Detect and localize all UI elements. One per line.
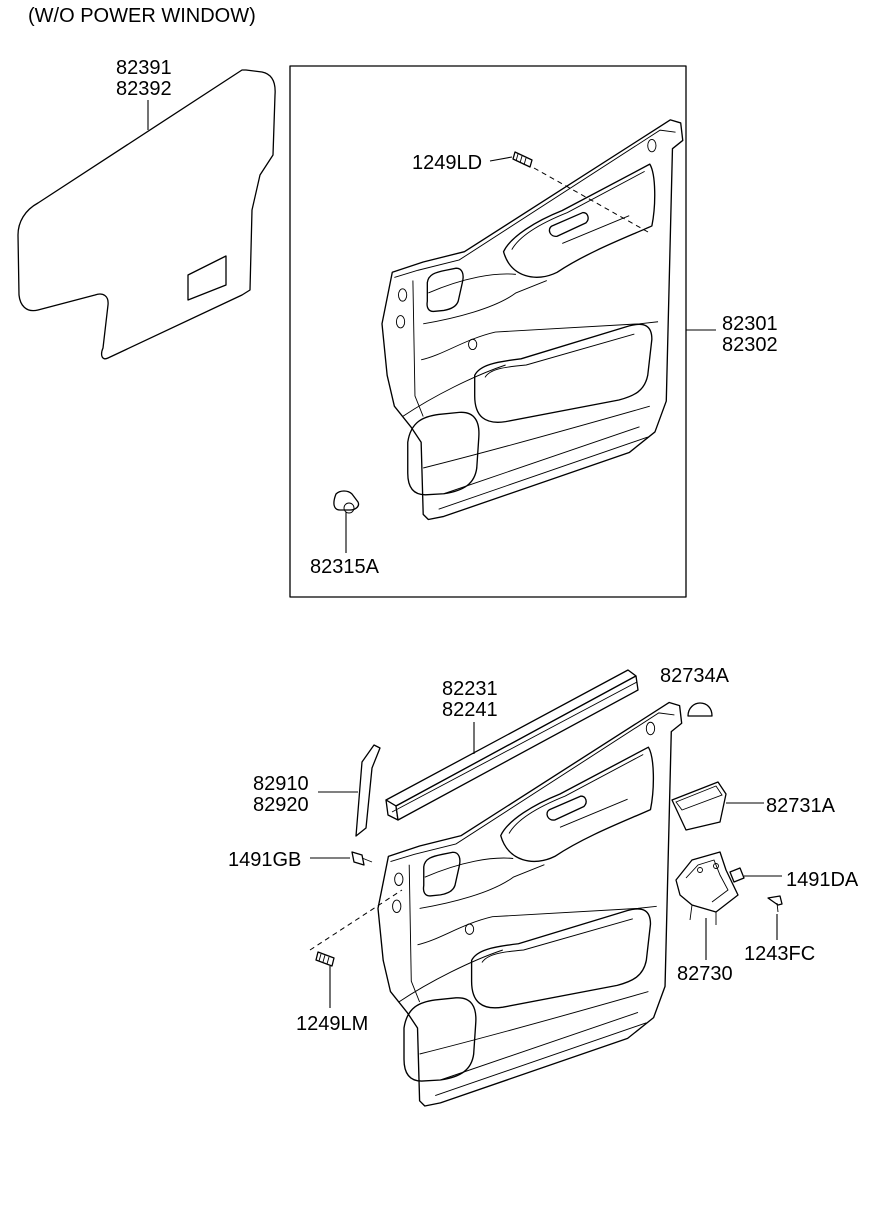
trim-strip-82910-icon xyxy=(355,744,381,837)
dashed-guide-1249lm xyxy=(309,889,403,951)
dashed-guide-1249ld xyxy=(533,167,649,233)
label-1491da: 1491DA xyxy=(786,869,859,891)
bracket-82730-icon xyxy=(675,851,739,925)
clip-1491gb-icon xyxy=(351,851,373,866)
door-trim-panel xyxy=(377,701,683,1107)
label-1249ld: 1249LD xyxy=(412,152,482,174)
label-82302: 82302 xyxy=(722,334,778,356)
cap-82734a-icon xyxy=(687,702,713,717)
clip-82315a-icon xyxy=(333,490,360,514)
assembly-box xyxy=(289,65,687,598)
label-82315a: 82315A xyxy=(310,556,380,578)
weatherstrip-82231 xyxy=(385,669,639,821)
leader-1249ld xyxy=(489,156,513,162)
screw-1249lm-icon xyxy=(315,951,335,967)
cup-82731a-icon xyxy=(671,781,727,831)
label-82730: 82730 xyxy=(677,963,733,985)
insulation-pad-82391 xyxy=(17,69,276,360)
label-1249lm: 1249LM xyxy=(296,1013,368,1035)
label-82920: 82920 xyxy=(253,794,309,816)
label-82392: 82392 xyxy=(116,78,172,100)
label-82391: 82391 xyxy=(116,57,172,79)
screw-1249ld-icon xyxy=(512,151,533,168)
label-82734a: 82734A xyxy=(660,665,730,687)
clip-1491da-icon xyxy=(729,867,745,883)
label-82231: 82231 xyxy=(442,678,498,700)
label-82301: 82301 xyxy=(722,313,778,335)
label-82910: 82910 xyxy=(253,773,309,795)
diagram-title: (W/O POWER WINDOW) xyxy=(28,5,256,27)
label-1243fc: 1243FC xyxy=(744,943,815,965)
label-82241: 82241 xyxy=(442,699,498,721)
label-82731a: 82731A xyxy=(766,795,836,817)
screw-1243fc-icon xyxy=(767,895,783,913)
label-1491gb: 1491GB xyxy=(228,849,301,871)
door-trim-panel-assembly xyxy=(381,119,684,521)
